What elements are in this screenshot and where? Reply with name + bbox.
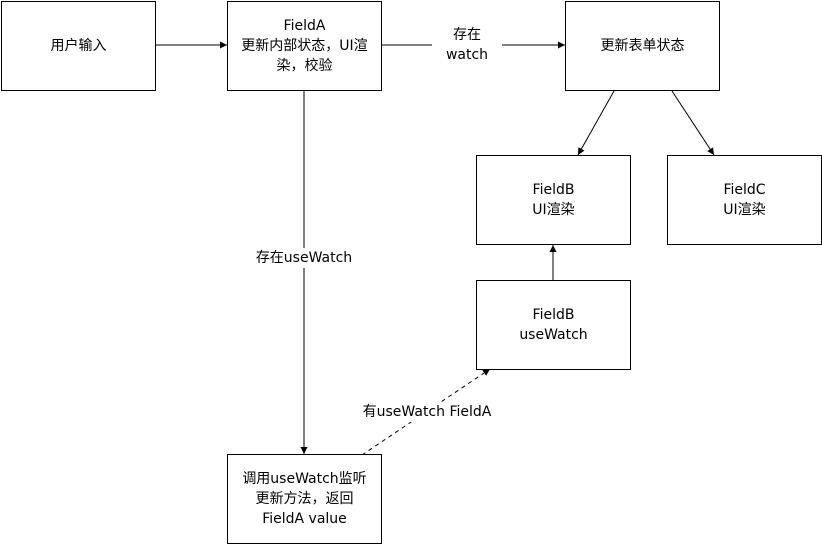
field-a-title: FieldA (283, 18, 326, 34)
field-b-render-title: FieldB (532, 182, 575, 198)
edge-label-has-usewatch-fielda: 有useWatch FieldA (352, 402, 502, 422)
user-input-node: 用户输入 (1, 1, 156, 91)
call-usewatch-line-1: 调用useWatch监听 (242, 471, 367, 487)
user-input-label: 用户输入 (50, 38, 107, 54)
field-a-desc-line-1: 更新内部状态，UI渲 (241, 38, 368, 54)
field-b-render-desc: UI渲染 (532, 202, 575, 218)
edge-label-exists-usewatch-text: 存在useWatch (255, 250, 353, 266)
edge-call-usewatch-to-field-b-usewatch (361, 368, 491, 456)
call-usewatch-node: 调用useWatch监听 更新方法，返回 FieldA value (227, 454, 382, 544)
call-usewatch-line-2: 更新方法，返回 (255, 491, 354, 507)
field-c-render-node: FieldC UI渲染 (667, 155, 822, 245)
field-b-usewatch-node: FieldB useWatch (476, 280, 631, 370)
field-b-render-node: FieldB UI渲染 (476, 155, 631, 245)
field-c-render-desc: UI渲染 (723, 202, 766, 218)
call-usewatch-line-3: FieldA value (262, 511, 347, 527)
field-c-render-title: FieldC (723, 182, 766, 198)
field-a-desc-line-2: 染，校验 (276, 58, 333, 74)
edge-label-has-usewatch-fielda-text: 有useWatch FieldA (362, 404, 492, 420)
field-b-usewatch-desc: useWatch (519, 327, 588, 343)
update-form-state-node: 更新表单状态 (565, 1, 720, 91)
field-b-usewatch-title: FieldB (532, 307, 575, 323)
edge-label-exists-watch-line-1: 存在 (453, 27, 481, 43)
edge-update-form-to-field-c (671, 90, 715, 156)
edge-label-exists-watch: 存在 watch (432, 25, 502, 65)
update-form-state-label: 更新表单状态 (600, 38, 685, 54)
field-a-node: FieldA 更新内部状态，UI渲 染，校验 (227, 1, 382, 91)
edge-update-form-to-field-b (577, 90, 615, 156)
edge-label-exists-usewatch: 存在useWatch (245, 248, 363, 268)
edge-label-exists-watch-line-2: watch (445, 47, 489, 63)
